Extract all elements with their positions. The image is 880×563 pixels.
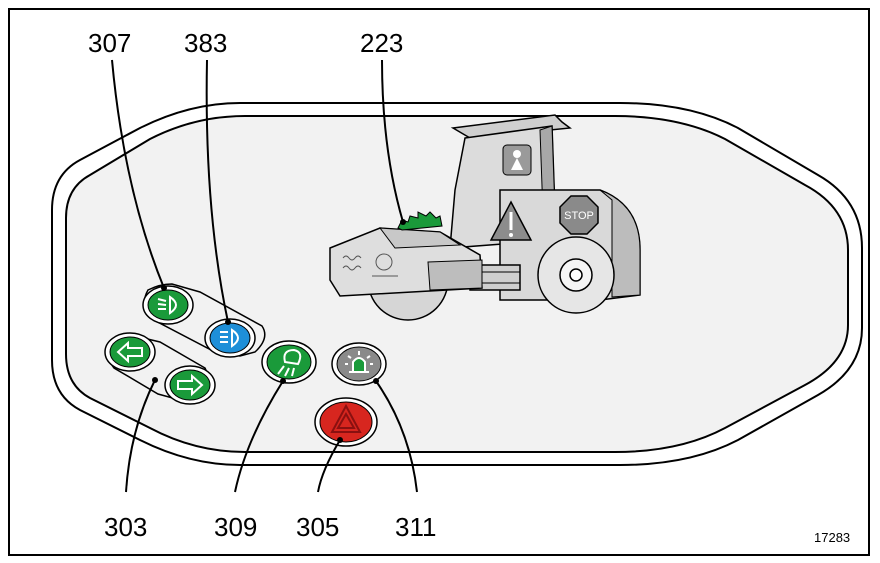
callout-311: 311: [395, 512, 437, 542]
low-beam-button-307[interactable]: [142, 285, 194, 325]
leader-307: [111, 59, 165, 289]
turn-right-button[interactable]: [164, 365, 216, 405]
high-beam-headlight-icon: [220, 328, 239, 348]
hazard-triangle-icon: [330, 403, 362, 433]
hazard-button-305[interactable]: [314, 397, 378, 447]
leader-309: [234, 380, 284, 493]
callout-223: 223: [360, 28, 404, 58]
left-arrow-icon: [116, 340, 143, 364]
green-gear-indicator: [397, 211, 443, 231]
work-light-button-309[interactable]: [261, 340, 317, 384]
cab-roof: [450, 114, 572, 139]
leader-311: [375, 380, 418, 493]
figure-id: 17283: [814, 530, 851, 545]
beacon-button-311[interactable]: [331, 342, 387, 386]
leader-223: [381, 59, 404, 223]
callout-303: 303: [104, 512, 148, 542]
leader-dots: [152, 219, 406, 443]
rotating-beacon-icon: [345, 351, 373, 373]
right-arrow-icon: [177, 373, 204, 397]
callout-383: 383: [184, 28, 228, 58]
leader-303: [125, 379, 156, 493]
callout-309: 309: [214, 512, 258, 542]
leader-305: [317, 439, 341, 493]
turn-left-button[interactable]: [104, 332, 156, 372]
callout-307: 307: [88, 28, 132, 58]
high-beam-button-383[interactable]: [204, 318, 256, 358]
work-light-icon: [277, 348, 302, 377]
roller-illustration: STOP: [329, 114, 641, 321]
low-beam-headlight-icon: [157, 295, 177, 315]
figure-frame: [8, 8, 870, 556]
stop-sign-text: STOP: [564, 210, 594, 222]
stop-sign-icon: [559, 195, 599, 235]
leader-lines: [111, 59, 418, 493]
leader-383: [205, 59, 229, 323]
callout-305: 305: [296, 512, 340, 542]
